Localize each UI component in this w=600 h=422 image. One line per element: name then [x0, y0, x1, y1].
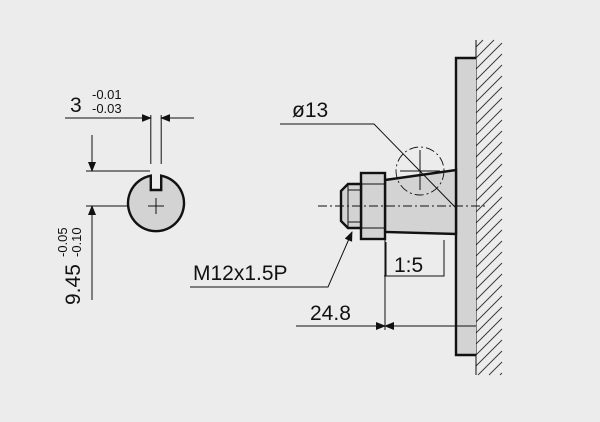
hatch-line: [475, 306, 503, 334]
hatch-line: [475, 97, 503, 125]
hatch-line: [475, 295, 503, 323]
hatch-line: [475, 119, 503, 147]
hatch-line: [488, 361, 503, 376]
hatch-line: [475, 108, 503, 136]
thread-callout: M12x1.5P: [190, 231, 353, 288]
diameter-leader: [280, 123, 457, 209]
hatch-line: [475, 174, 503, 202]
hatch-line: [475, 141, 503, 169]
hatch-line: [475, 53, 503, 81]
hatch-line: [475, 339, 503, 367]
hatch-line: [475, 185, 503, 213]
hatch-line: [475, 86, 503, 114]
hatch-line: [475, 317, 503, 345]
keyway-width-lower-tol: -0.03: [92, 101, 122, 116]
mounting-wall: [475, 39, 503, 376]
thread-leader: [190, 231, 353, 288]
hatch-line: [475, 39, 484, 48]
hatch-line: [475, 207, 503, 235]
thread-label: M12x1.5P: [193, 262, 288, 285]
hatch-line: [475, 75, 503, 103]
hatch-line: [475, 42, 503, 70]
hatch-line: [475, 229, 503, 257]
mounting-flange: [454, 56, 476, 357]
hatch-line: [475, 218, 503, 246]
hatch-line: [475, 130, 503, 158]
hatch-line: [477, 350, 503, 376]
diameter-callout: ø13: [280, 99, 457, 209]
keyway-width-nominal: 3: [70, 94, 82, 117]
taper-callout: 1:5: [384, 240, 445, 277]
keyway-width-upper-tol: -0.01: [92, 87, 122, 102]
hatch-line: [475, 163, 503, 191]
key-depth-upper-tol: -0.05: [55, 227, 70, 257]
threaded-end: [339, 182, 363, 230]
hatch-line: [475, 240, 503, 268]
hatch-line: [475, 39, 495, 59]
keyway-width-dimension: 3 -0.01 -0.03: [65, 87, 194, 164]
hatch-line: [475, 251, 503, 279]
hatch-line: [475, 64, 503, 92]
hatch-line: [475, 273, 503, 301]
hatch-line: [475, 152, 503, 180]
length-label: 24.8: [310, 302, 351, 325]
wall-hatching: [475, 39, 503, 376]
taper-label: 1:5: [394, 254, 423, 277]
hatch-line: [475, 328, 503, 356]
key-depth-lower-tol: -0.10: [69, 227, 84, 257]
hatch-line: [475, 262, 503, 290]
taper-leader: [384, 240, 445, 277]
shaft-cross-section: [126, 174, 186, 233]
hatch-line: [475, 284, 503, 312]
detail-circle: [395, 146, 445, 196]
diameter-label: ø13: [292, 99, 328, 122]
hatch-line: [475, 196, 503, 224]
key-depth-nominal: 9.45: [62, 264, 85, 305]
length-dimension: 24.8: [296, 238, 476, 330]
key-depth-dimension: 9.45 -0.05 -0.10: [55, 135, 150, 305]
hatch-line: [499, 372, 503, 376]
